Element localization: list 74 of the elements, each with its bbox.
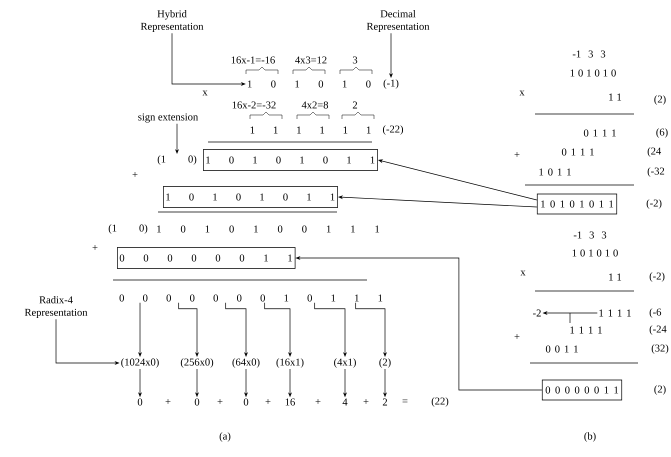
operator-sign: + [266, 399, 270, 404]
decimal-value: (2) [654, 385, 666, 395]
term-value: 0 [244, 398, 248, 406]
brace-label: 16x-1=-16 [232, 56, 275, 64]
decimal-value: (32) [652, 344, 668, 354]
operator-sign: + [132, 172, 138, 177]
boxed-digit-row: 1 0 1 0 1 0 1 1 [203, 149, 378, 171]
decimal-value: (-32 [648, 167, 664, 177]
digit-row: 0 0 0 0 0 0 0 1 0 1 1 1 [120, 294, 382, 302]
decimal-value: (-24 [650, 325, 667, 335]
boxed-digit-row: 1 0 1 0 1 0 1 1 [536, 194, 618, 214]
weighted-term: (1024x0) [121, 358, 159, 368]
annotation-text: Radix-4 Representation [24, 296, 88, 318]
digit-row: -1 3 3 [572, 50, 606, 58]
operator-sign: x [202, 90, 208, 96]
sign-extension-bits: (1 0) [108, 224, 148, 234]
digit-row: 1 1 1 1 1 1 [250, 126, 371, 134]
operator-sign: + [514, 334, 520, 339]
weighted-term: (256x0) [180, 358, 214, 368]
digit-row: -1 3 3 [574, 231, 606, 239]
decimal-value: (24 [648, 147, 662, 157]
digit-row: 1 1 [609, 274, 622, 280]
digit-row: 1 0 1 0 1 0 [572, 249, 618, 257]
operator-sign: + [166, 399, 170, 404]
digit-row: 1 1 [609, 94, 622, 100]
decimal-value: (-2) [646, 199, 662, 209]
decimal-value: (22) [432, 397, 448, 407]
operator-sign: x [519, 90, 524, 96]
term-value: 16 [286, 398, 295, 406]
operator-sign: + [514, 152, 520, 157]
digit-row: 1 0 1 0 1 0 0 1 1 1 [157, 225, 380, 233]
term-value: 0 [194, 398, 200, 406]
operator-sign: + [364, 399, 368, 404]
term-value: 0 [138, 398, 142, 406]
boxed-digit-row: 1 0 1 0 1 0 1 1 [163, 186, 338, 208]
weighted-term: (2) [379, 358, 391, 368]
annotation-text: Decimal Representation [366, 10, 430, 32]
boxed-digit-row: 0 0 0 0 0 0 1 1 [117, 247, 296, 269]
digit-row: 1 0 1 1 [539, 168, 571, 176]
sign-extension-bits: (1 0) [158, 155, 196, 165]
digit-row: 0 1 1 1 [562, 148, 594, 156]
term-value: 4 [342, 398, 348, 406]
panel-label: (b) [584, 432, 596, 442]
operator-sign: + [316, 399, 320, 404]
decimal-value: (6) [656, 128, 668, 138]
brace-label: 16x-2=-32 [232, 101, 276, 109]
brace-label: 2 [352, 102, 358, 108]
annotation-text: Hybrid Representation [140, 10, 204, 32]
decimal-value: (-6 [650, 308, 662, 318]
operator-sign: + [218, 399, 222, 404]
digit-row: 1 1 1 1 [570, 326, 602, 334]
annotation-text: sign extension [138, 113, 198, 123]
digit-row: 1 1 1 1 [599, 310, 631, 316]
term-value: 2 [382, 398, 388, 406]
operator-sign: = [402, 400, 408, 402]
brace-label: 4x3=12 [295, 56, 327, 64]
weighted-term: (4x1) [334, 358, 356, 368]
decimal-value: (-1) [384, 79, 398, 89]
digit-row: 1 0 1 0 1 0 [248, 80, 371, 88]
panel-label: (a) [220, 432, 230, 442]
weighted-term: (16x1) [276, 358, 304, 368]
brace-label: 4x2=8 [302, 101, 328, 109]
decimal-value: (2) [654, 95, 666, 105]
decimal-value: (-2) [650, 272, 664, 282]
weighted-term: (64x0) [232, 358, 260, 368]
carry-value: -2 [533, 310, 541, 316]
digit-row: 1 0 1 0 1 0 [570, 69, 616, 77]
digit-row: 0 1 1 1 [584, 129, 616, 137]
operator-sign: + [92, 245, 98, 250]
digit-row: 0 0 1 1 [546, 345, 578, 353]
brace-label: 3 [352, 56, 358, 64]
boxed-digit-row: 0 0 0 0 0 0 1 1 [542, 380, 622, 400]
decimal-value: (-22) [382, 125, 404, 135]
operator-sign: x [520, 270, 526, 276]
